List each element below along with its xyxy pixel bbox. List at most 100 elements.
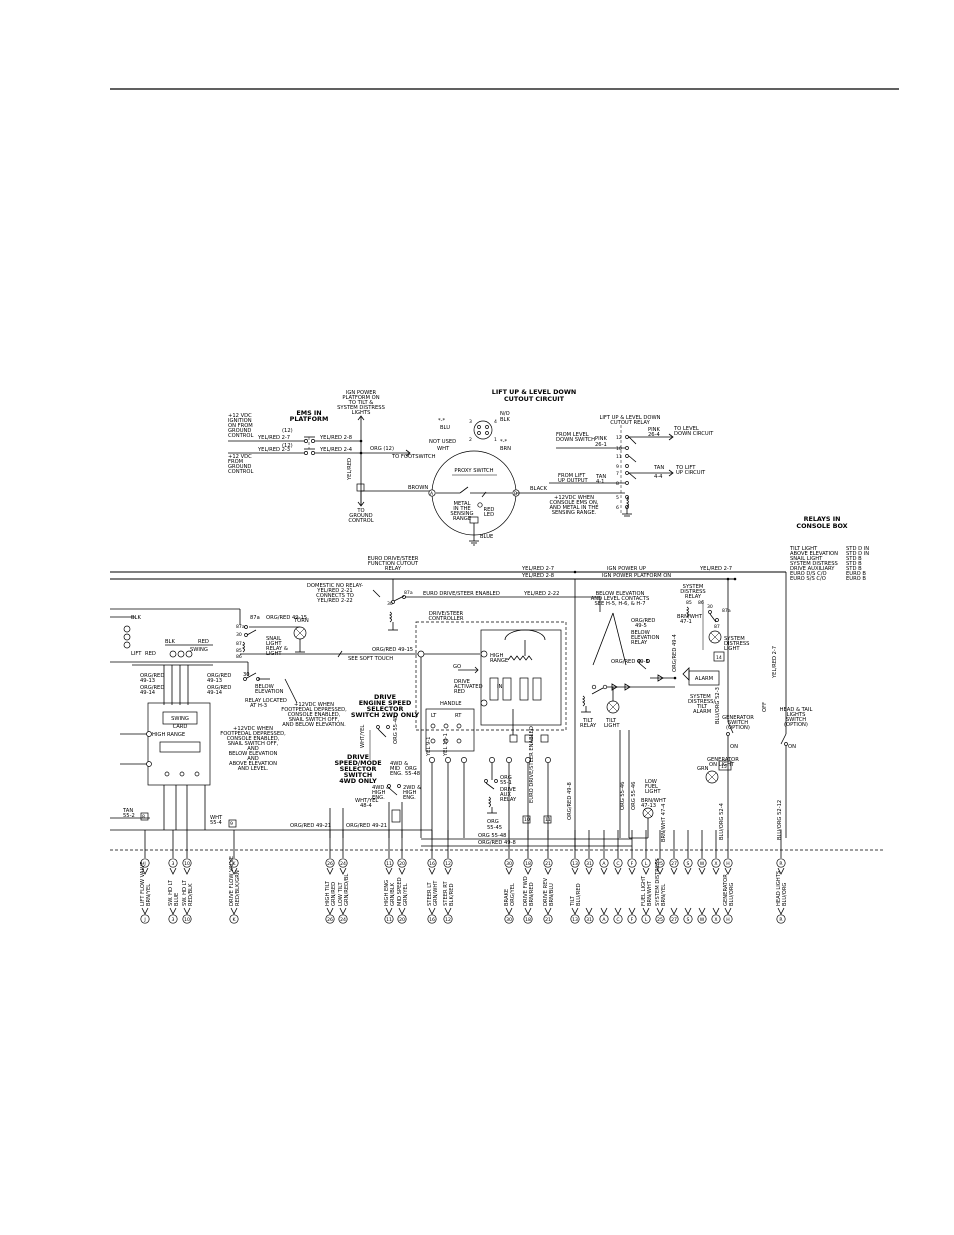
ctrl-wire-main: ORG/RED 49-15 (372, 647, 413, 653)
svg-text:11: 11 (616, 454, 622, 460)
pink-out-wire: 26-4 (648, 432, 660, 438)
terminal-func-label: SW. HD LT (182, 879, 188, 906)
terminal-c: CC (613, 830, 623, 924)
terminal-bottom-label: 16 (429, 917, 435, 923)
below-elevation-relay: BELOW ELEVATION AND LEVEL CONTACTS SEE H… (580, 591, 677, 729)
svg-text:48-4: 48-4 (360, 803, 372, 809)
svg-text:FOOTPEDAL DEPRESSED,: FOOTPEDAL DEPRESSED, (220, 731, 286, 737)
terminal-bottom-label: W (700, 917, 705, 923)
svg-text:ALARM: ALARM (695, 676, 713, 682)
relay-located-1: RELAY LOCATED (245, 698, 287, 704)
svg-text:ON: ON (788, 744, 796, 750)
terminal-func-label: SYSTEM DISTRESS (655, 858, 661, 906)
svg-text:(OPTION): (OPTION) (726, 725, 750, 731)
terminal-f: FF (627, 830, 637, 924)
svg-text:86: 86 (698, 600, 704, 606)
terminal-func-label: GENERATOR (723, 874, 729, 906)
to-footswitch: TO FOOTSWITCH (391, 454, 436, 460)
svg-text:BRN/WHT: BRN/WHT (641, 798, 667, 804)
terminal-bottom-label: 10 (184, 917, 190, 923)
terminal-s: SS (683, 830, 693, 924)
svg-text:SYSTEM DISTRESS: SYSTEM DISTRESS (790, 561, 838, 567)
svg-text:9: 9 (616, 464, 619, 470)
svg-text:SENSING RANGE.: SENSING RANGE. (552, 510, 597, 516)
terminal-top-label: 24 (340, 861, 346, 867)
terminal-func-label: DRIVE FLOW VALVE (229, 856, 235, 906)
svg-text:YEL 10-1: YEL 10-1 (443, 733, 449, 757)
svg-text:4WD ONLY: 4WD ONLY (339, 777, 377, 785)
system-distress-relay: SYSTEM DISTRESS RELAY 85 86 BRN/WHT 47-1… (672, 577, 749, 724)
svg-text:TORN: TORN (293, 618, 309, 624)
svg-text:87a: 87a (236, 624, 245, 630)
to-lift-2: UP CIRCUIT (676, 470, 706, 476)
svg-text:N/O: N/O (500, 411, 510, 417)
svg-text:55-48: 55-48 (405, 771, 420, 777)
svg-text:*-*: *-* (500, 439, 507, 445)
upper-circuit: LIFT UP & LEVEL DOWN CUTOUT CIRCUIT IGN … (228, 388, 714, 546)
snail-contact-label: 30 (243, 672, 250, 678)
svg-text:STD B: STD B (846, 561, 862, 567)
svg-text:DRIVE/STEER: DRIVE/STEER (429, 611, 464, 617)
terminal-func-label: LOW TILT (338, 882, 344, 906)
svg-text:STD B: STD B (846, 566, 862, 572)
terminal-wire-label: BLUE (174, 893, 180, 906)
euro-relay-title: EURO DRIVE/STEER FUNCTION CUTOUT RELAY (368, 556, 419, 572)
svg-text:RELAY: RELAY (685, 594, 702, 600)
lift-label: LIFT (131, 651, 142, 657)
svg-text:YEL 9-1: YEL 9-1 (426, 737, 432, 757)
svg-text:SPEED/MODE: SPEED/MODE (334, 759, 381, 767)
sw-wire-8: 49-14 (207, 690, 223, 696)
svg-text:LED: LED (484, 512, 494, 518)
svg-text:SYSTEM DISTRESS: SYSTEM DISTRESS (337, 405, 385, 411)
ems-label-2: PLATFORM (290, 415, 329, 423)
wire-2-7: YEL/RED 2-7 (257, 435, 290, 441)
svg-text:SYSTEM: SYSTEM (724, 636, 745, 642)
svg-text:EURO D/S C/O: EURO D/S C/O (790, 571, 827, 577)
svg-text:HIGH: HIGH (372, 790, 385, 796)
svg-text:ENG.: ENG. (372, 795, 385, 801)
wire-5546: ORG 55-46 (620, 782, 626, 810)
svg-text:FUEL: FUEL (645, 784, 658, 790)
from-level-1: FROM LEVEL (556, 432, 589, 438)
terminal-wire-label: RED/BLK/GRN (235, 870, 241, 906)
svg-text:+12VDC WHEN: +12VDC WHEN (294, 702, 334, 708)
svg-text:FROM: FROM (228, 459, 243, 465)
svg-text:IGNITION: IGNITION (228, 418, 252, 424)
terminal-wire-label: GRN/BLK (390, 882, 396, 906)
svg-text:BLU: BLU (440, 425, 450, 431)
terminal-top-label: 10 (184, 861, 190, 867)
terminal-a: AA (599, 830, 609, 924)
svg-text:ALARM: ALARM (693, 709, 711, 715)
terminal-bottom-label: F (631, 917, 634, 923)
svg-text:ORG: ORG (500, 775, 512, 781)
svg-text:STD B: STD B (846, 556, 862, 562)
svg-text:ON LIGHT: ON LIGHT (709, 762, 735, 768)
pink-in-wire: 26-1 (595, 442, 607, 448)
terminal-top-label: 25 (657, 861, 663, 867)
terminal-top-label: W (700, 861, 705, 867)
swing-tan-wire: 55-2 (123, 813, 135, 819)
terminal-top-label: 3 (172, 861, 175, 867)
to-ground-control: TO GROUND CONTROL (348, 508, 373, 524)
svg-text:SYSTEM: SYSTEM (683, 584, 704, 590)
svg-text:47-1: 47-1 (680, 619, 692, 625)
svg-text:RED: RED (484, 507, 495, 513)
svg-text:HIGH: HIGH (403, 790, 416, 796)
terminal-bottom-label: 27 (671, 917, 677, 923)
pink-in: PINK (595, 436, 608, 442)
relay-located-2: AT H-3 (250, 703, 267, 709)
svg-text:87: 87 (236, 641, 242, 647)
svg-text:RELAY &: RELAY & (266, 646, 288, 652)
wire-2-8: YEL/RED 2-8 (319, 435, 352, 441)
terminal-x: XX (711, 830, 721, 924)
terminal-top-label: 18 (525, 861, 531, 867)
terminal-wire-label: GRN/RED (331, 882, 337, 906)
lift-up-cutout-relay: LIFT UP & LEVEL DOWN CUTOUT RELAY 12 10 … (599, 415, 661, 517)
svg-text:TO TILT &: TO TILT & (348, 400, 374, 406)
svg-text:SNAIL LIGHT: SNAIL LIGHT (790, 556, 823, 562)
